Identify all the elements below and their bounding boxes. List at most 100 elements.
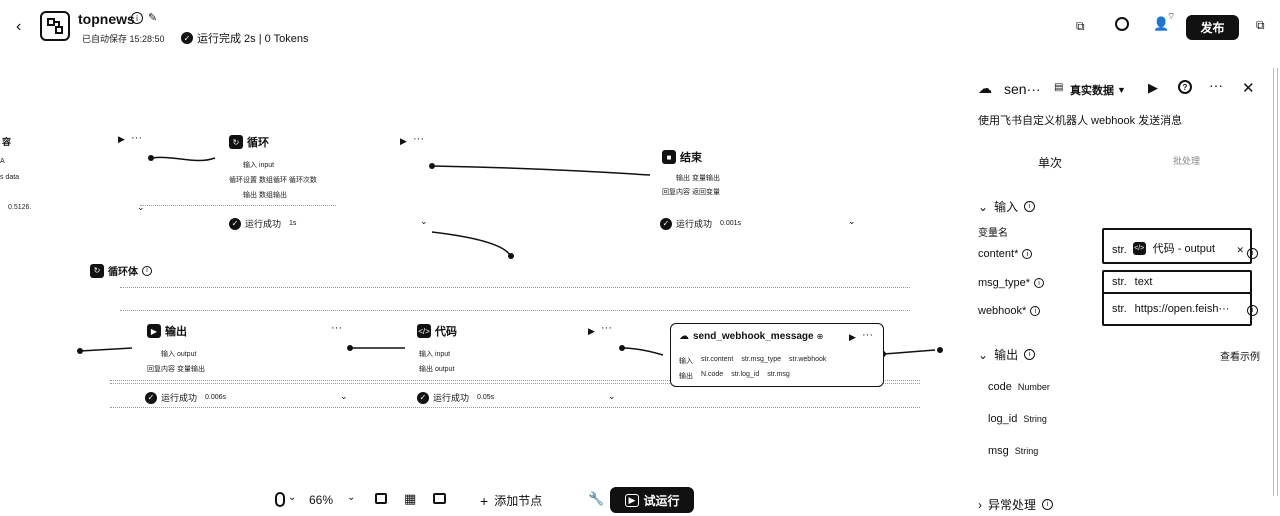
view-example-link[interactable]: 查看示例 (1220, 352, 1260, 363)
history-icon[interactable] (1115, 17, 1129, 31)
panel-scrollbar[interactable] (1273, 68, 1278, 496)
info-icon: i (1033, 278, 1044, 288)
mouse-mode-icon[interactable] (275, 492, 285, 507)
app-logo (40, 11, 70, 41)
database-icon: ▤ (1054, 82, 1064, 93)
grid-icon[interactable]: ▦ (404, 491, 417, 506)
loop-icon: ↻ (229, 135, 243, 149)
autosave-text: 已自动保存 15:28:50 (82, 34, 165, 44)
more-icon[interactable]: ··· (862, 329, 873, 341)
webhook-node[interactable]: ☁ send_webhook_message ⊕ ▶ ··· 输入 str.co… (670, 323, 884, 387)
collaborators-icon[interactable]: 👤 (1153, 16, 1170, 31)
output-section-header[interactable]: ⌄ 输出 i (978, 346, 1036, 363)
chevron-down-icon[interactable]: ⌄ (340, 391, 348, 401)
webhook-icon: ☁ (679, 331, 689, 342)
error-section-header[interactable]: › 异常处理 i (978, 496, 1054, 513)
webhook-inputs-row: 输入 str.content str.msg_type str.webhook (679, 356, 827, 365)
node-panel: ☁ sen··· ▤ 真实数据 ▼ ▶ ? ··· ✕ 使用飞书自定义机器人 w… (968, 70, 1272, 516)
info-icon: i (1042, 499, 1054, 510)
chevron-down-icon[interactable]: ⌄ (420, 216, 428, 226)
info-icon[interactable]: i (1247, 305, 1258, 316)
loop-body-icon: ↻ (90, 263, 104, 278)
input-section-header[interactable]: ⌄ 输入 i (978, 198, 1036, 215)
chevron-down-icon[interactable]: ⌄ (137, 202, 145, 212)
run-node-icon[interactable]: ▶ (588, 326, 595, 336)
code-icon: </> (417, 324, 431, 338)
zoom-level[interactable]: 66% (309, 493, 334, 507)
more-icon[interactable]: ··· (331, 322, 342, 334)
info-icon: i (1030, 306, 1041, 316)
edge-webhook-out (883, 349, 936, 355)
more-icon[interactable]: ··· (413, 133, 424, 145)
tab-single[interactable]: 单次 (1038, 156, 1063, 170)
close-icon[interactable]: ✕ (1242, 80, 1255, 97)
code-node[interactable]: </> 代码 ▶ ··· 输入 input 输出 output ✓ 运行成功 0… (417, 322, 616, 404)
msg-type-value-field[interactable]: str. text (1102, 270, 1252, 294)
more-window-icon[interactable]: ⧉ (1256, 18, 1265, 32)
content-value-field[interactable]: str. </> 代码 - output ✕ (1102, 228, 1252, 264)
chevron-down-icon[interactable]: ⌄ (608, 391, 616, 401)
run-node-icon[interactable]: ▶ (400, 136, 407, 146)
check-circle-icon: ✓ (145, 391, 157, 404)
check-circle-icon: ✓ (229, 217, 241, 230)
info-icon[interactable]: i (1247, 248, 1258, 259)
edges-layer (79, 156, 936, 356)
run-node-icon[interactable]: ▶ (849, 332, 856, 342)
check-circle-icon: ✓ (417, 391, 429, 404)
panel-description: 使用飞书自定义机器人 webhook 发送消息 (978, 115, 1183, 127)
edit-icon[interactable]: ✎ (148, 12, 158, 24)
wrench-icon[interactable]: 🔧 (588, 491, 605, 506)
info-icon: i (1024, 349, 1036, 360)
publish-button[interactable]: 发布 (1186, 15, 1239, 40)
port-dot[interactable] (508, 253, 514, 259)
clear-icon[interactable]: ✕ (1236, 245, 1244, 255)
run-node-icon[interactable]: ▶ (118, 134, 125, 144)
more-icon[interactable]: ··· (1209, 77, 1223, 93)
chevron-down-icon[interactable]: ⌄ (347, 492, 356, 503)
chevron-down-icon[interactable]: ⌄ (288, 492, 297, 503)
chevron-down-icon: ⌄ (978, 347, 989, 362)
plus-icon: + (480, 492, 489, 509)
check-circle-icon: ✓ (660, 217, 672, 230)
port-dot[interactable] (619, 345, 625, 351)
comment-icon[interactable] (375, 493, 387, 504)
back-button[interactable]: ‹ (16, 18, 32, 36)
chevron-right-icon: › (978, 497, 982, 512)
add-node-button[interactable]: + 添加节点 (480, 492, 543, 509)
edge-partial-to-loop (151, 156, 216, 162)
info-icon[interactable]: i (142, 265, 152, 276)
edge-code-to-webhook (621, 347, 664, 356)
port-dot[interactable] (429, 163, 435, 169)
panel-title: sen··· (1004, 81, 1041, 97)
edge-loop-body (431, 231, 511, 256)
copy-icon[interactable]: ⧉ (1076, 19, 1085, 33)
run-status: ✓ 运行完成 2s | 0 Tokens (181, 30, 308, 46)
webhook-value-field[interactable]: str. https://open.feish··· (1102, 292, 1252, 326)
partial-node[interactable]: 容 ▶ ··· A s data 0.5126. ⌄ (0, 132, 145, 212)
output-row-msg: msg String (988, 445, 1039, 457)
help-icon[interactable]: ? (1178, 80, 1192, 94)
output-row-log-id: log_id String (988, 413, 1047, 425)
port-dot[interactable] (937, 347, 943, 353)
test-run-button[interactable]: ▶ 试运行 (610, 487, 694, 513)
tab-batch[interactable]: 批处理 (1173, 156, 1201, 166)
data-mode-select[interactable]: 真实数据 ▼ (1070, 85, 1126, 97)
end-icon: ■ (662, 150, 676, 164)
more-icon[interactable]: ··· (131, 132, 142, 144)
info-icon[interactable]: i (131, 12, 143, 24)
port-dot[interactable] (77, 348, 83, 354)
run-icon[interactable]: ▶ (1148, 80, 1158, 95)
output-node[interactable]: ▶ 输出 ··· 输入 output 回复内容 变量输出 ✓ 运行成功 0.00… (145, 322, 348, 404)
param-label-content: content* i (978, 248, 1033, 260)
chevron-down-icon: ⌄ (978, 199, 989, 214)
end-node[interactable]: ■ 结束 输出 变量输出 回复内容 返回变量 ✓ 运行成功 0.001s ⌄ (660, 150, 856, 230)
image-icon[interactable] (433, 493, 446, 504)
loop-node[interactable]: ↻ 循环 ▶ ··· 输入 input 循环设置 数组循环 循环次数 输出 数组… (229, 133, 428, 230)
port-dot[interactable] (347, 345, 353, 351)
port-dot[interactable] (148, 155, 154, 161)
chevron-down-icon[interactable]: ⌄ (848, 216, 856, 226)
loop-body-label: ↻ 循环体 i (90, 263, 152, 278)
info-icon: i (1024, 201, 1036, 212)
more-icon[interactable]: ··· (601, 322, 612, 334)
edge-into-output (79, 347, 133, 352)
